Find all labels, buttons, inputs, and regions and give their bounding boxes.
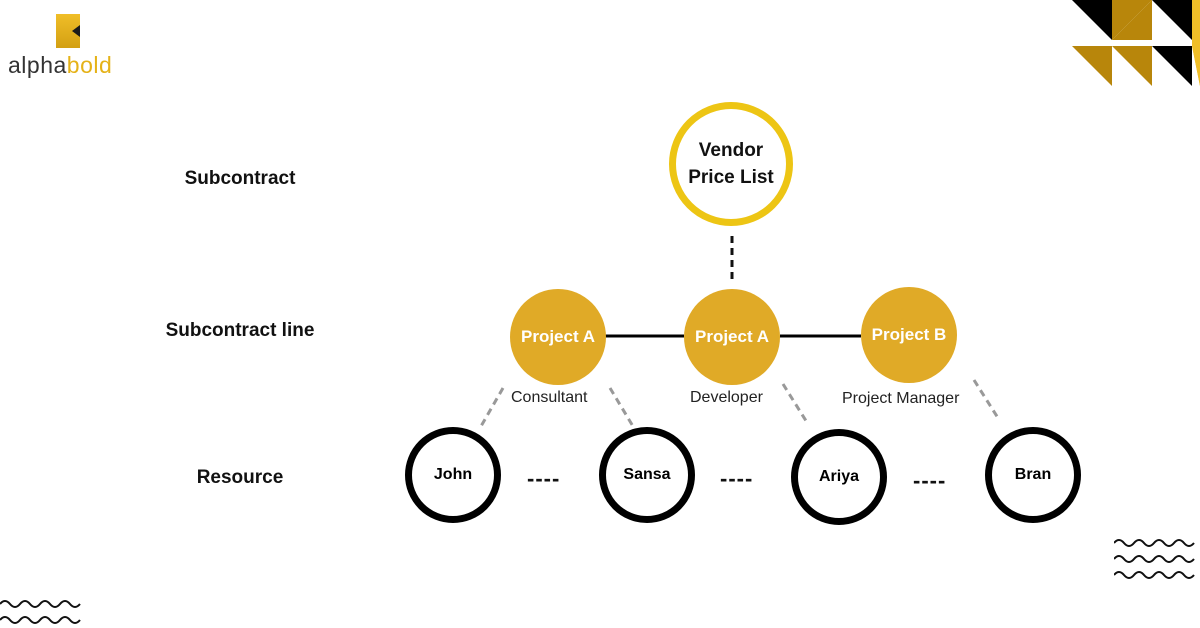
project-node: Project B [861,287,957,383]
project-label: Project A [694,327,769,346]
project-node: Project A [684,289,780,385]
project-node: Project A [510,289,606,385]
sansa-connector [608,387,636,429]
resource-label: Ariya [818,468,860,485]
logo-wordmark: alphabold [8,52,113,78]
resource-node: Sansa [599,427,695,523]
role-label-consultant: Consultant [511,389,588,406]
logo-mark-icon [56,14,80,48]
resource-separator: ---- [913,468,947,493]
resource-label: Sansa [623,466,671,483]
resource-node: Bran [985,427,1081,523]
resource-node: John [405,427,501,523]
resource-node: Ariya [791,429,887,525]
resource-label: John [433,466,473,483]
corner-triangles-decoration [1072,0,1200,86]
row-label-resource: Resource [196,467,284,488]
row-label-subcontract-line: Subcontract line [165,320,315,341]
alphabold-logo: alphabold [8,14,128,84]
resource-label: Bran [1014,466,1052,483]
resource-separator: ---- [720,466,754,491]
wavy-lines-left-decoration [0,600,81,624]
wavy-lines-right-decoration [1114,539,1195,579]
role-label-project-manager: Project Manager [842,390,960,407]
row-label-subcontract: Subcontract [184,168,296,189]
project-label: Project A [520,327,595,346]
bran-connector [972,379,1000,419]
vendor-price-list-label: Vendor Price List [688,140,774,188]
vendor-price-list-node: Vendor Price List [669,102,793,226]
ariya-connector [781,383,810,425]
project-label: Project B [871,325,947,344]
role-label-developer: Developer [690,389,763,406]
resource-separator: ---- [527,466,561,491]
john-connector [478,387,505,429]
